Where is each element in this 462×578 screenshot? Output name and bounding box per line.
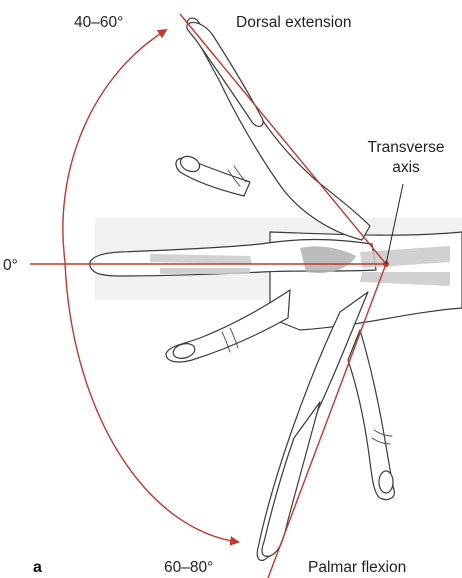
lower-finger <box>262 402 320 556</box>
panel-letter: a <box>33 559 42 576</box>
palmar-flexion-label: Palmar flexion <box>308 559 406 576</box>
transverse-axis-label-line1: Transverse <box>368 139 445 156</box>
neutral-angle-label: 0° <box>3 257 18 274</box>
range-arc-lower <box>65 262 238 542</box>
lower-thumbnail <box>379 471 393 493</box>
dorsal-extension-label: Dorsal extension <box>236 14 351 31</box>
palmar-angle-label: 60–80° <box>164 559 213 576</box>
upper-finger <box>187 22 263 126</box>
transverse-axis-label-line2: axis <box>392 159 420 176</box>
hand-dorsal-extension <box>176 18 370 240</box>
dorsal-angle-label: 40–60° <box>74 14 123 31</box>
